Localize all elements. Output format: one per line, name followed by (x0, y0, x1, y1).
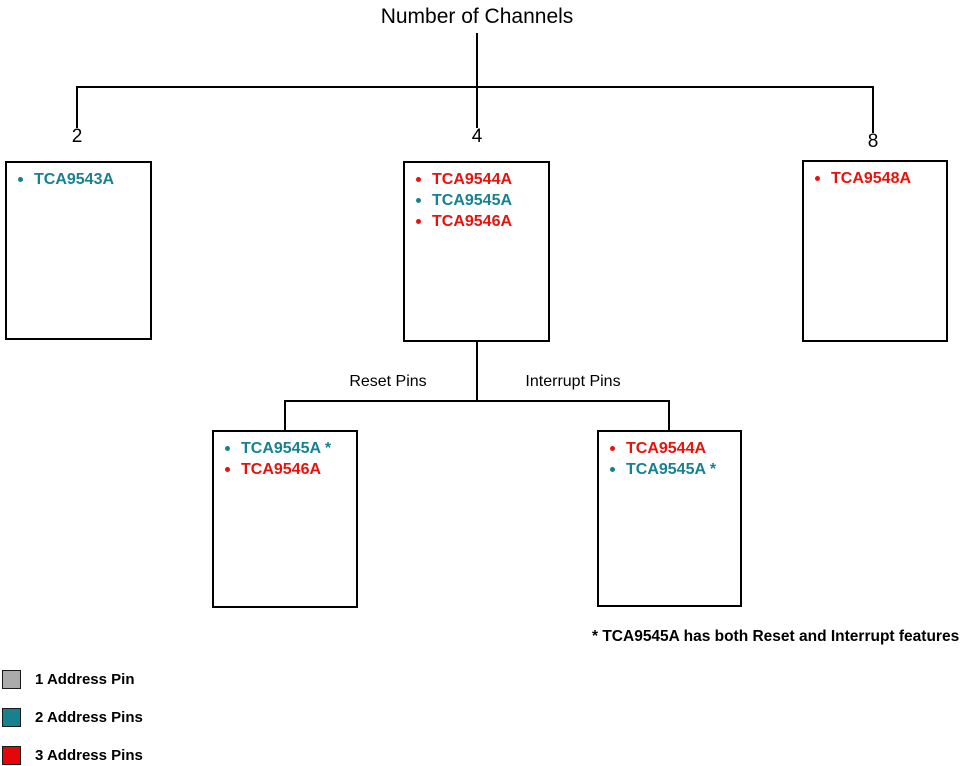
part-row: TCA9544A (416, 169, 544, 190)
part-row: TCA9544A (610, 438, 736, 459)
legend-swatch-3-address-pins (2, 746, 21, 765)
branch-label-4: 4 (471, 126, 483, 147)
bullet-icon (416, 177, 421, 182)
legend-swatch-1-address-pin (2, 670, 21, 689)
part-number: TCA9545A * (241, 439, 332, 457)
part-row: TCA9548A (815, 168, 942, 189)
legend-label-2-address-pins: 2 Address Pins (35, 709, 143, 726)
part-number: TCA9545A * (626, 460, 717, 478)
legend-swatch-2-address-pins (2, 708, 21, 727)
connector-branch-4 (476, 86, 478, 128)
bullet-icon (815, 176, 820, 181)
node-box-4-channels: TCA9544A TCA9545A TCA9546A (403, 161, 550, 342)
bullet-icon (416, 198, 421, 203)
part-row: TCA9546A (225, 459, 352, 480)
diagram-title: Number of Channels (380, 5, 574, 28)
branch-label-2: 2 (71, 126, 83, 147)
part-number: TCA9546A (241, 460, 322, 478)
connector-branch-8 (872, 86, 874, 133)
legend-label-3-address-pins: 3 Address Pins (35, 747, 143, 764)
bullet-icon (610, 446, 615, 451)
connector-top-horizontal (76, 86, 874, 88)
connector-title-down (476, 33, 478, 87)
legend-label-1-address-pin: 1 Address Pin (35, 671, 135, 688)
connector-sub-horizontal (284, 400, 670, 402)
connector-interrupt-down (668, 400, 670, 430)
part-row: TCA9545A (416, 190, 544, 211)
interrupt-pins-label: Interrupt Pins (525, 373, 621, 390)
bullet-icon (610, 467, 615, 472)
part-number: TCA9545A (432, 191, 513, 209)
connector-4-down (476, 342, 478, 402)
part-row: TCA9546A (416, 211, 544, 232)
connector-reset-down (284, 400, 286, 430)
part-number: TCA9544A (626, 439, 707, 457)
bullet-icon (18, 177, 23, 182)
bullet-icon (416, 219, 421, 224)
node-box-8-channels: TCA9548A (802, 160, 948, 342)
part-row: TCA9543A (18, 169, 146, 190)
branch-label-8: 8 (867, 131, 879, 152)
part-number: TCA9543A (34, 170, 115, 188)
node-box-interrupt-pins: TCA9544A TCA9545A * (597, 430, 742, 607)
part-row: TCA9545A * (225, 438, 352, 459)
bullet-icon (225, 467, 230, 472)
reset-pins-label: Reset Pins (349, 373, 427, 390)
connector-branch-2 (76, 86, 78, 128)
footnote-text: * TCA9545A has both Reset and Interrupt … (592, 628, 960, 645)
part-number: TCA9546A (432, 212, 513, 230)
node-box-reset-pins: TCA9545A * TCA9546A (212, 430, 358, 608)
node-box-2-channels: TCA9543A (5, 161, 152, 340)
part-row: TCA9545A * (610, 459, 736, 480)
part-number: TCA9544A (432, 170, 513, 188)
bullet-icon (225, 446, 230, 451)
part-number: TCA9548A (831, 169, 912, 187)
